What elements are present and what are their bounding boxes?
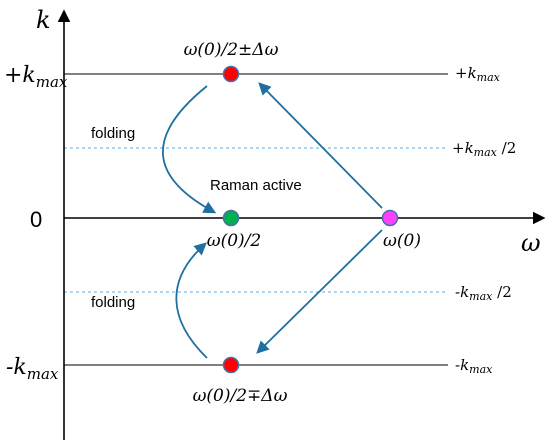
annotation-folding-top: folding	[91, 125, 135, 142]
left-tick-minus-kmax-sub: max	[27, 365, 59, 383]
left-tick-plus-kmax: +kmax	[4, 63, 68, 91]
k-axis-label: k	[36, 6, 51, 34]
right-label-plus-kmax-sub: max	[477, 71, 501, 84]
right-label-plus-half-kmax: +kmax /2	[452, 139, 516, 159]
label-bottom-point: ω(0)/2∓Δω	[193, 386, 288, 406]
arrow-folding-top	[162, 85, 217, 214]
right-label-plus-half-kmax-sub: max	[474, 146, 498, 159]
left-tick-zero: 0	[30, 207, 42, 232]
arrow-folding-bottom	[175, 242, 208, 359]
right-label-plus-kmax: +kmax	[455, 64, 501, 84]
right-label-minus-kmax-main: -k	[455, 356, 469, 374]
point-center	[222, 209, 240, 227]
right-label-minus-kmax: -kmax	[455, 356, 493, 376]
label-right-point: ω(0)	[383, 231, 421, 251]
left-tick-minus-kmax-main: -k	[6, 355, 27, 380]
right-label-plus-half-kmax-suffix: /2	[497, 139, 516, 157]
omega-axis-label: ω	[521, 229, 541, 257]
arrow-right-to-bottom	[256, 229, 383, 354]
label-center-point: ω(0)/2	[207, 231, 262, 251]
right-label-minus-half-kmax-suffix: /2	[492, 283, 511, 301]
right-label-plus-kmax-main: +k	[455, 64, 477, 82]
annotation-raman-active: Raman active	[210, 177, 302, 194]
point-bottom	[222, 356, 240, 374]
point-right	[381, 209, 399, 227]
right-label-minus-half-kmax-sub: max	[469, 290, 493, 303]
annotation-folding-bottom: folding	[91, 294, 135, 311]
label-top-point: ω(0)/2±Δω	[184, 40, 279, 60]
arrow-right-to-top	[258, 82, 383, 209]
right-label-minus-kmax-sub: max	[469, 363, 493, 376]
right-label-minus-half-kmax: -kmax /2	[455, 283, 512, 303]
left-tick-minus-kmax: -kmax	[6, 355, 59, 383]
right-label-minus-half-kmax-main: -k	[455, 283, 469, 301]
left-tick-plus-kmax-sub: max	[36, 73, 68, 91]
left-tick-plus-kmax-main: +k	[4, 63, 36, 88]
point-top	[222, 65, 240, 83]
right-label-plus-half-kmax-main: +k	[452, 139, 474, 157]
